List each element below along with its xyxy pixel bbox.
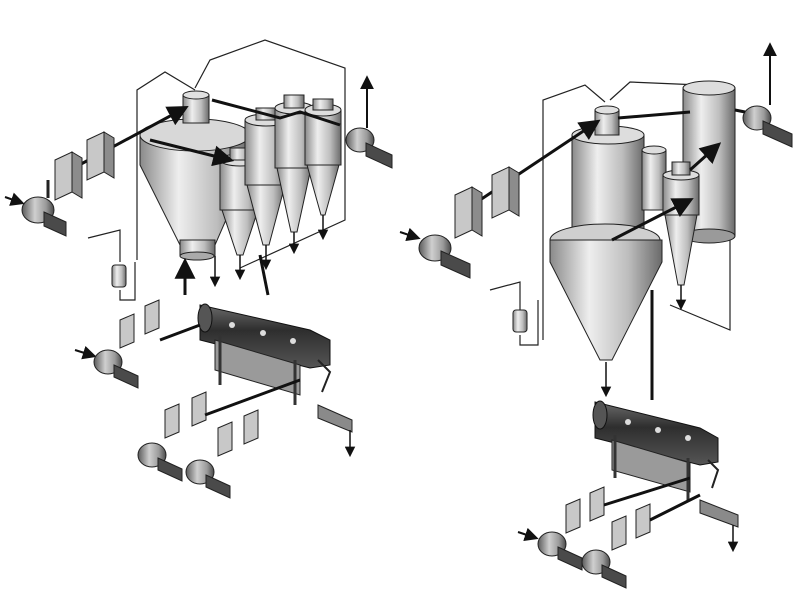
fluid-bed-heaters [565,486,651,551]
cyclone-2 [662,161,700,286]
powder-discharge [317,359,356,458]
exhaust-fan [345,75,393,169]
air-heater [54,151,83,201]
fluid-bed-heaters [119,299,259,457]
powder-discharge [699,459,739,553]
air-duct-lines [87,39,346,301]
air-filter [491,166,520,219]
plant-left [4,39,393,499]
plant-right [399,42,793,589]
supply-fan [4,180,67,237]
cyclone-1 [641,145,667,211]
feed-pump [111,264,127,288]
fluid-bed-dryer [197,303,331,405]
air-heater [454,186,483,239]
discharge-arrows [600,285,687,398]
fluid-bed-dryer [592,400,719,500]
air-filter [86,131,115,181]
bag-filter [682,80,736,244]
fluid-bed-fans [74,323,301,499]
spray-dryer-chamber [549,105,663,361]
feed-pump [512,309,528,333]
exhaust-fan [734,42,793,148]
discharge-arrows [209,215,329,288]
process-ducts [464,110,722,400]
supply-fan [399,227,471,279]
fluid-bed-fans [517,476,701,589]
